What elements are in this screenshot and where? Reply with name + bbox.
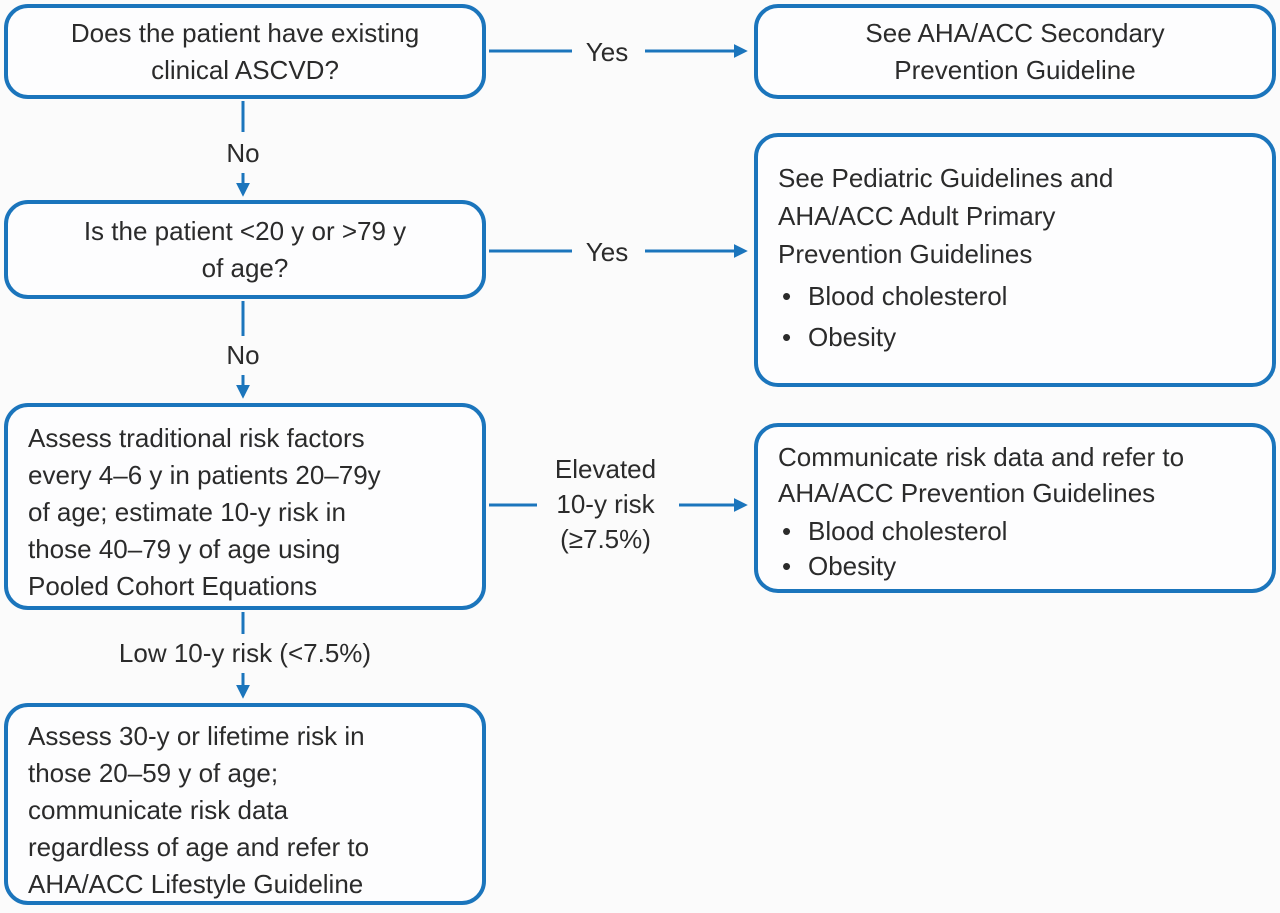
edge-label-low-risk: Low 10-y risk (<7.5%) (118, 638, 372, 668)
edge-label-yes-1: Yes (585, 37, 629, 67)
pediatric-guidelines-bullet-list: Blood cholesterol Obesity (778, 276, 1254, 358)
node-existing-ascvd-question-text: Does the patient have existing clinical … (70, 17, 420, 85)
node-secondary-prevention-guideline-text: See AHA/ACC Secondary Prevention Guideli… (865, 17, 1165, 85)
node-pediatric-guidelines-text: See Pediatric Guidelines and AHA/ACC Adu… (778, 163, 1114, 269)
node-assess-traditional-risk-text: Assess traditional risk factors every 4–… (28, 423, 381, 601)
node-communicate-risk-text: Communicate risk data and refer to AHA/A… (778, 442, 1185, 508)
edge-label-yes-2: Yes (585, 237, 629, 267)
node-assess-traditional-risk: Assess traditional risk factors every 4–… (4, 403, 486, 610)
node-existing-ascvd-question: Does the patient have existing clinical … (4, 4, 486, 99)
edge-label-no-1: No (226, 138, 260, 168)
communicate-risk-bullet-list: Blood cholesterol Obesity (778, 514, 1258, 584)
node-secondary-prevention-guideline: See AHA/ACC Secondary Prevention Guideli… (754, 4, 1276, 99)
bullet-blood-cholesterol: Blood cholesterol (778, 276, 1254, 317)
edge-label-no-2: No (226, 340, 260, 370)
node-communicate-risk: Communicate risk data and refer to AHA/A… (754, 423, 1276, 593)
bullet-obesity: Obesity (778, 317, 1254, 358)
node-pediatric-guidelines: See Pediatric Guidelines and AHA/ACC Adu… (754, 133, 1276, 387)
node-assess-lifetime-risk: Assess 30-y or lifetime risk in those 20… (4, 703, 486, 905)
node-age-question-text: Is the patient <20 y or >79 y of age? (83, 215, 407, 283)
node-assess-lifetime-risk-text: Assess 30-y or lifetime risk in those 20… (28, 721, 370, 899)
bullet-obesity: Obesity (778, 549, 1258, 584)
node-age-question: Is the patient <20 y or >79 y of age? (4, 200, 486, 299)
bullet-blood-cholesterol: Blood cholesterol (778, 514, 1258, 549)
edge-label-elevated-risk: Elevated 10-y risk (≥7.5%) (554, 454, 657, 554)
